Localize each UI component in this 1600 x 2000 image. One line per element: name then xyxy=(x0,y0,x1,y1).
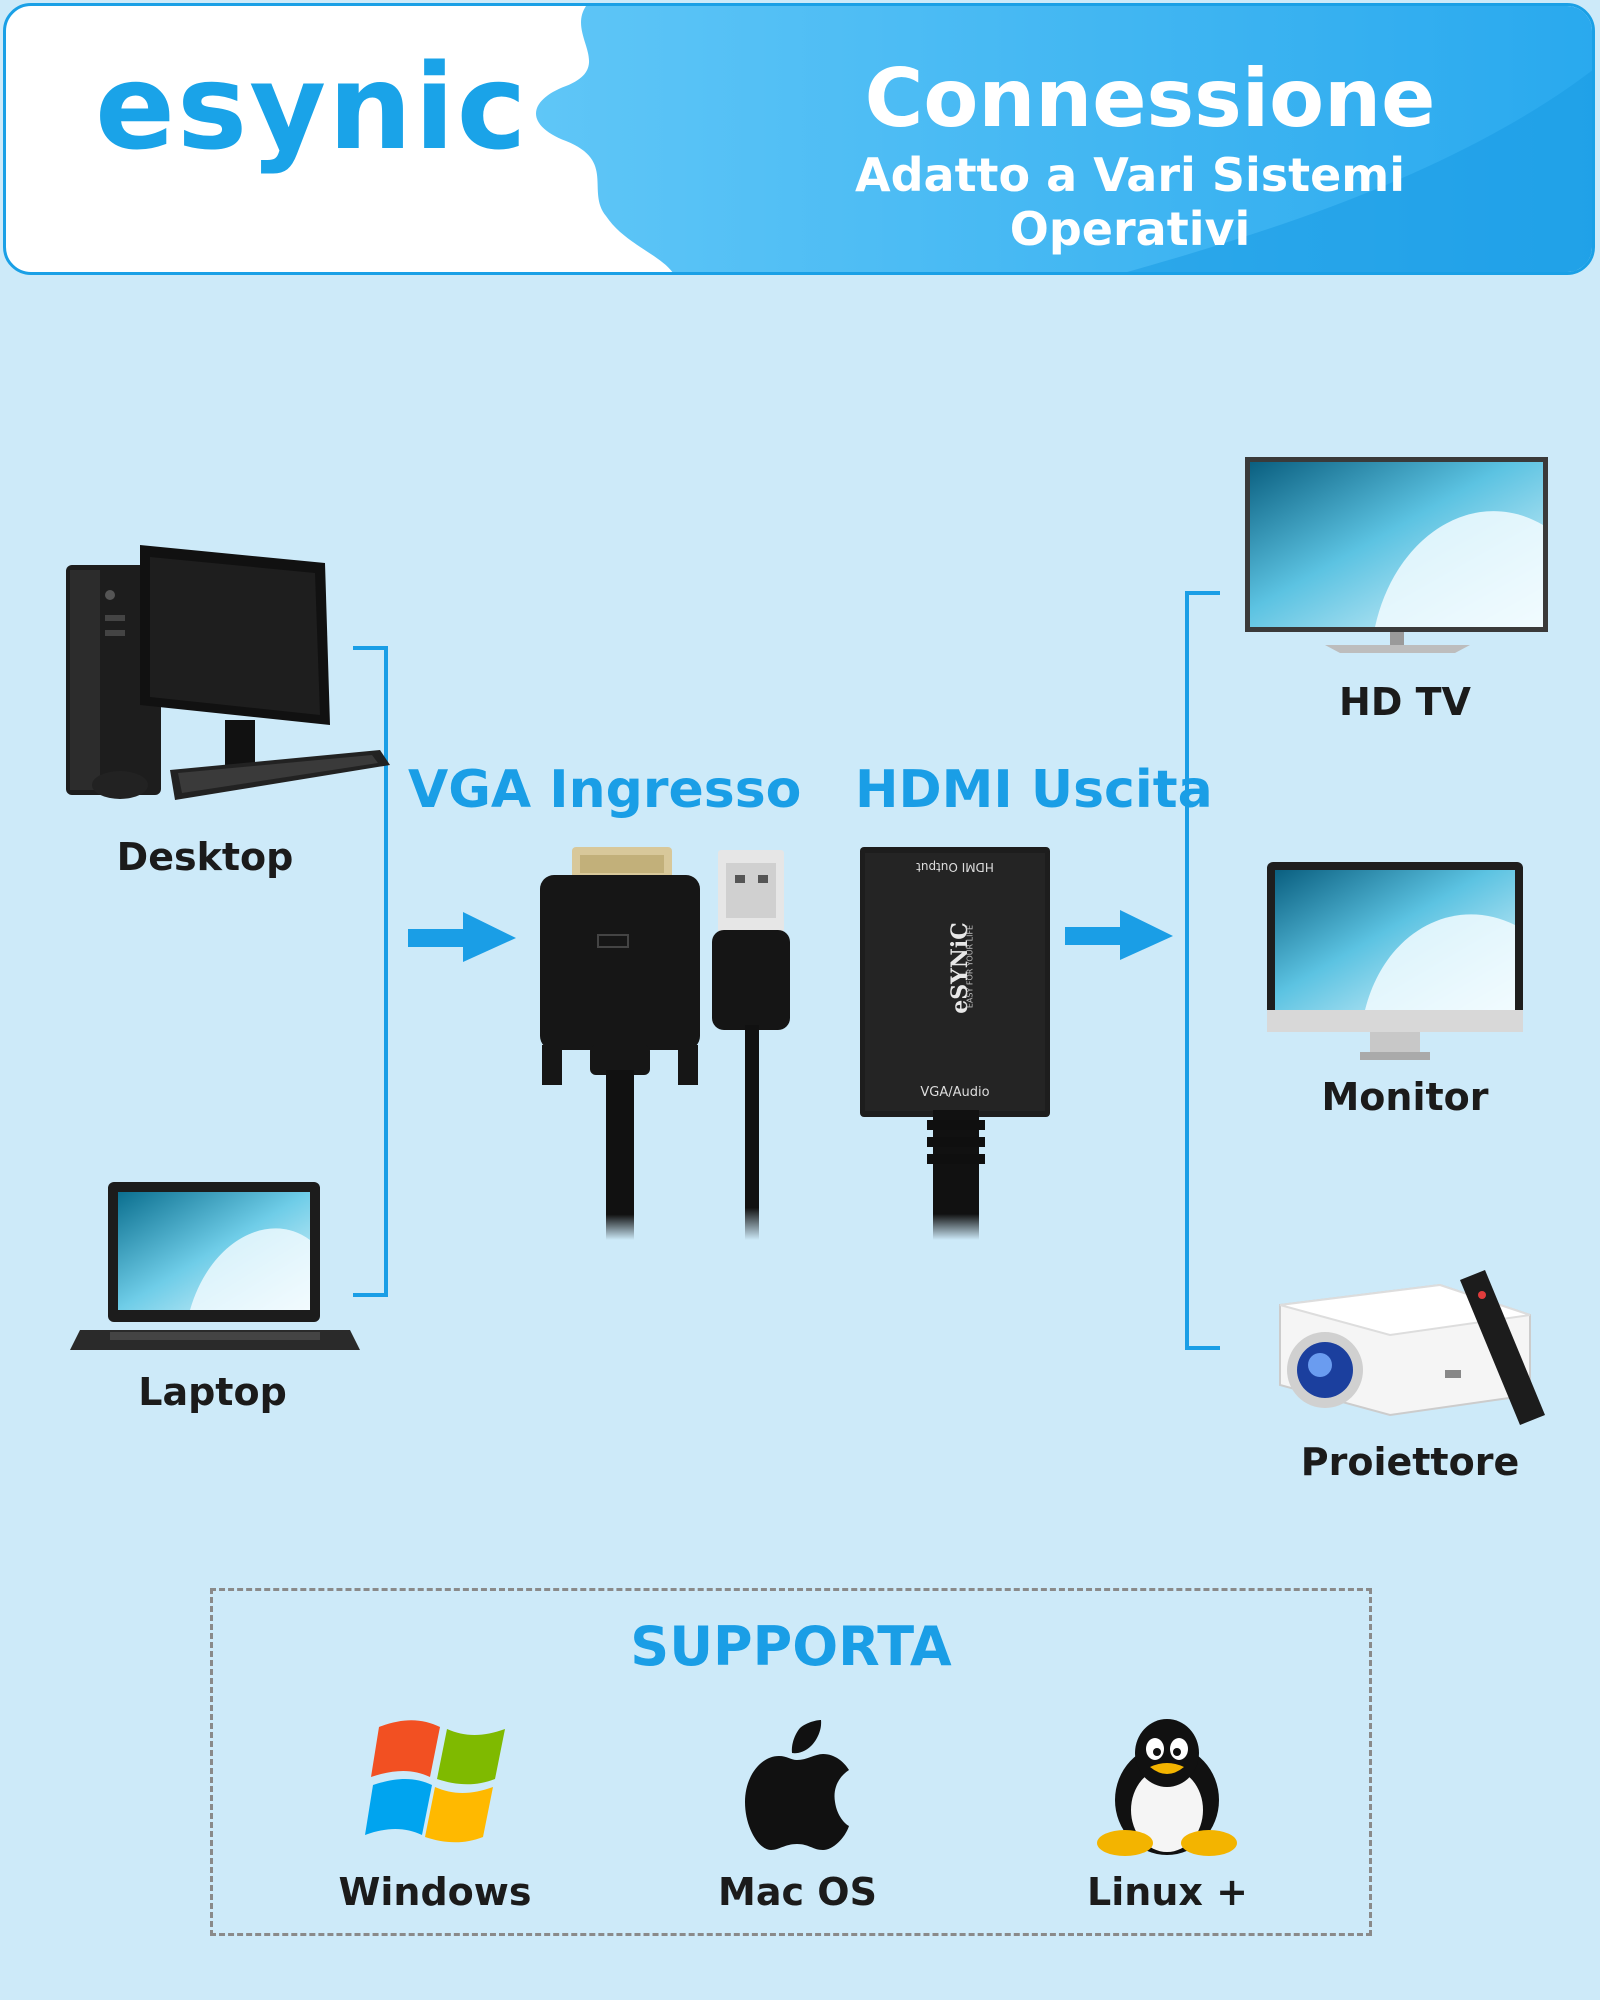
monitor-icon xyxy=(1267,862,1523,1060)
outputs-bracket xyxy=(1185,591,1220,1350)
source-label-laptop: Laptop xyxy=(138,1370,287,1414)
projector-icon xyxy=(1279,1270,1545,1425)
supported-os-panel xyxy=(210,1588,1372,1936)
header-wave-background xyxy=(536,6,1592,272)
supported-os-title: SUPPORTA xyxy=(630,1615,952,1678)
os-label-linux: Linux + xyxy=(1087,1870,1248,1914)
os-label-windows: Windows xyxy=(338,1870,532,1914)
header-banner xyxy=(3,3,1595,275)
adapter-hdmi-output-text: HDMI Output xyxy=(916,860,994,874)
windows-logo-icon xyxy=(365,1720,505,1843)
source-label-desktop: Desktop xyxy=(116,835,294,879)
desktop-pc-icon xyxy=(66,545,390,800)
output-label-hdtv: HD TV xyxy=(1339,680,1471,724)
sources-bracket xyxy=(353,646,388,1297)
page-subtitle: Adatto a Vari Sistemi Operativi xyxy=(855,148,1405,256)
hdmi-output-label: HDMI Uscita xyxy=(855,760,1213,820)
adapter-vga-audio-text: VGA/Audio xyxy=(920,1085,990,1100)
apple-logo-icon xyxy=(745,1720,849,1850)
adapter-box-icon xyxy=(860,847,1050,1240)
os-label-macos: Mac OS xyxy=(718,1870,877,1914)
brand-logo: esynic xyxy=(95,38,529,176)
tv-icon xyxy=(1245,457,1548,653)
vga-usb-cable-icon xyxy=(540,847,790,1240)
vga-input-label: VGA Ingresso xyxy=(408,760,802,820)
output-arrow-icon xyxy=(1065,910,1173,960)
page-title: Connessione xyxy=(864,52,1436,145)
output-label-projector: Proiettore xyxy=(1300,1440,1520,1484)
laptop-icon xyxy=(70,1182,360,1350)
input-arrow-icon xyxy=(408,912,516,962)
linux-penguin-icon xyxy=(1097,1719,1237,1856)
adapter-tagline-text: EASY FOR YOUR LIFE xyxy=(965,924,975,1009)
output-label-monitor: Monitor xyxy=(1321,1075,1489,1119)
